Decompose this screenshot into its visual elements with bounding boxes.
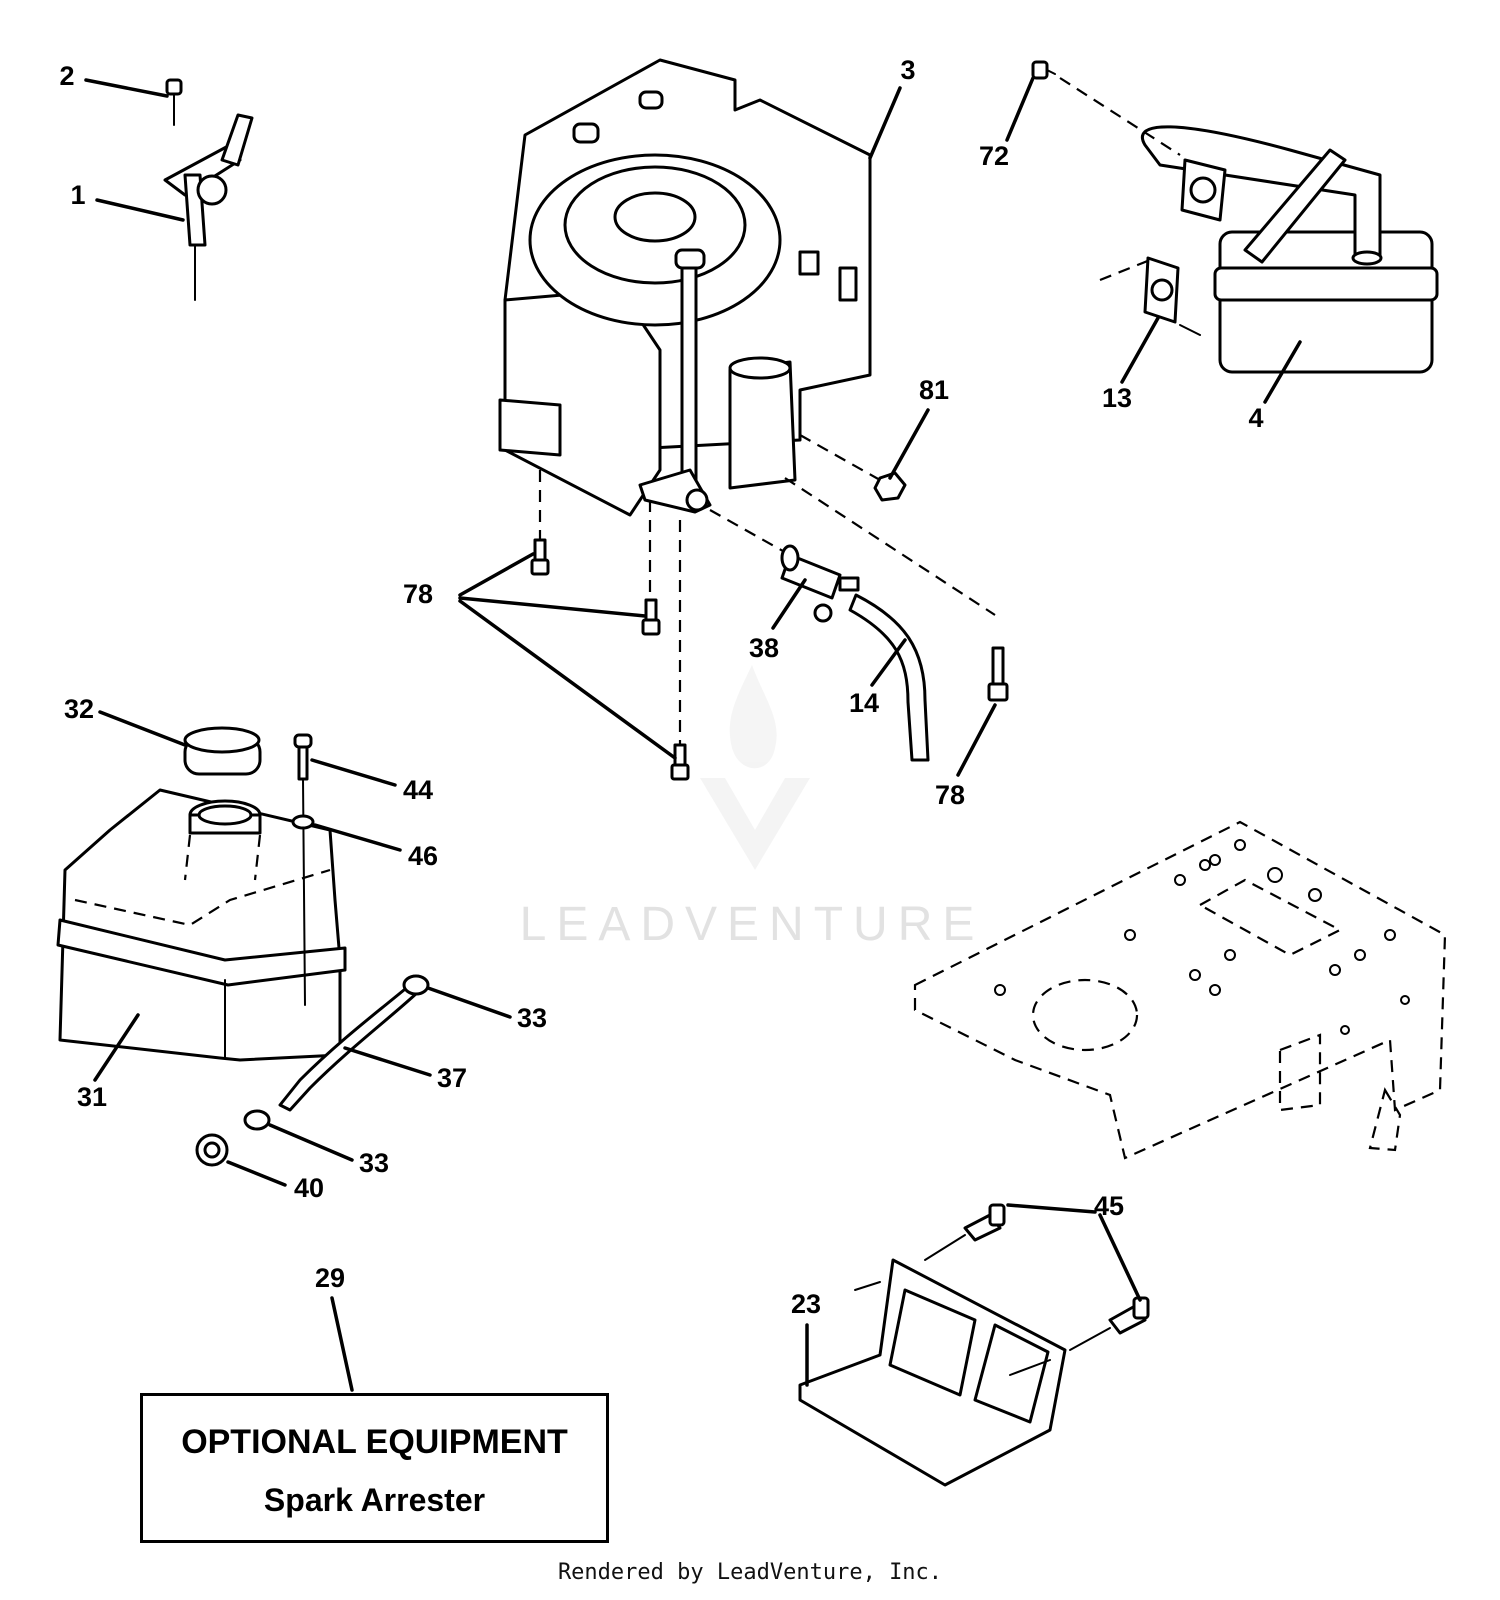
callout-31: 31: [77, 1082, 107, 1112]
muffler-assembly: [1031, 60, 1439, 374]
callout-44: 44: [403, 775, 433, 805]
leader-lines: [84, 76, 1302, 1392]
heat-shield-23: [798, 1258, 1067, 1487]
bolts-78: [530, 538, 1009, 781]
screw-44: [293, 733, 313, 781]
callout-14: 14: [849, 688, 879, 718]
callout-1: 1: [70, 180, 85, 210]
fuel-filter-38: [780, 544, 860, 623]
washer-46: [291, 814, 315, 830]
optional-equipment-box: OPTIONAL EQUIPMENT Spark Arrester: [140, 1393, 609, 1543]
watermark-text: LEADVENTURE: [520, 898, 985, 951]
callout-46: 46: [408, 841, 438, 871]
callout-labels: 2 1 3 72 13 4 81 78 38 14 78 32 44 46 31…: [59, 55, 1263, 1319]
callout-3: 3: [900, 55, 915, 85]
nut-81: [873, 471, 907, 502]
engine-block: [498, 58, 872, 517]
spark-arrester-label: Spark Arrester: [263, 1481, 486, 1518]
callout-72: 72: [979, 141, 1009, 171]
callout-29: 29: [315, 1263, 345, 1293]
callout-38: 38: [749, 633, 779, 663]
screws-45: [963, 1203, 1150, 1335]
callout-81: 81: [919, 375, 949, 405]
throttle-control-assembly: [163, 78, 254, 301]
callout-45: 45: [1094, 1191, 1124, 1221]
fuel-cap-32: [183, 726, 262, 776]
fuel-hose-14: [848, 593, 930, 762]
callout-33-a: 33: [517, 1003, 547, 1033]
bushing-40: [195, 1133, 229, 1167]
callout-4: 4: [1248, 403, 1263, 433]
callout-78-b: 78: [935, 780, 965, 810]
callout-40: 40: [294, 1173, 324, 1203]
chassis-mounting-plate: [913, 820, 1447, 1160]
hose-clamp-33-upper: [402, 974, 430, 996]
callout-37: 37: [437, 1063, 467, 1093]
leadventure-watermark-logo: [700, 665, 810, 870]
callout-33-b: 33: [359, 1148, 389, 1178]
callout-78-a: 78: [403, 579, 433, 609]
callout-32: 32: [64, 694, 94, 724]
callout-13: 13: [1102, 383, 1132, 413]
callout-2: 2: [59, 61, 74, 91]
rendered-by-credit: Rendered by LeadVenture, Inc.: [557, 1560, 943, 1585]
optional-equipment-title: OPTIONAL EQUIPMENT: [181, 1423, 568, 1462]
fuel-tank-31: [56, 788, 347, 1062]
hose-clamp-33-lower: [243, 1109, 271, 1131]
callout-23: 23: [791, 1289, 821, 1319]
